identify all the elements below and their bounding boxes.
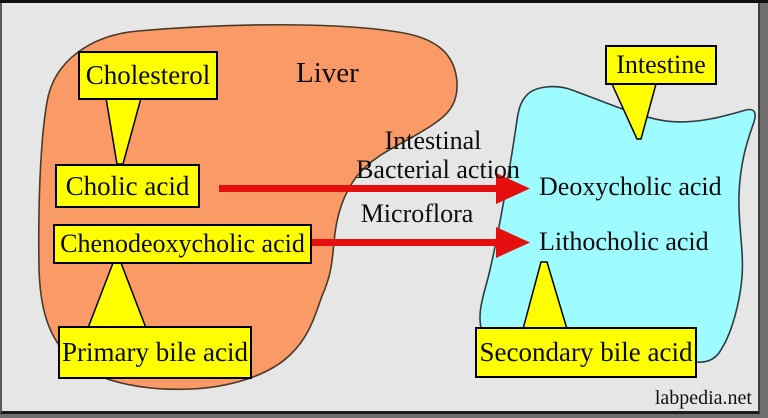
chenodeoxycholic-acid-label: Chenodeoxycholic acid xyxy=(60,229,305,258)
bacterial-action-text-line2: Bacterial action xyxy=(356,155,520,184)
arrow-cholic-to-deoxycholic xyxy=(219,173,530,204)
arrow-chenodeoxycholic-to-lithocholic xyxy=(310,227,530,258)
lithocholic-acid-text: Lithocholic acid xyxy=(539,227,709,256)
watermark: labpedia.net xyxy=(654,387,752,409)
intestinal-text-line1: Intestinal xyxy=(384,126,482,155)
secondary-bile-acid-box: Secondary bile acid xyxy=(475,327,697,378)
cholesterol-label: Cholesterol xyxy=(85,60,211,90)
deoxycholic-acid-text: Deoxycholic acid xyxy=(539,172,722,201)
primary-bile-acid-label: Primary bile acid xyxy=(62,337,248,367)
microflora-text: Microflora xyxy=(360,199,474,228)
cholic-acid-box: Cholic acid xyxy=(55,164,200,208)
intestine-label: Intestine xyxy=(616,50,706,79)
cholic-acid-label: Cholic acid xyxy=(65,170,190,201)
secondary-bile-acid-label: Secondary bile acid xyxy=(479,337,693,367)
liver-shape xyxy=(37,23,458,391)
intestine-box: Intestine xyxy=(605,45,717,85)
cholesterol-box: Cholesterol xyxy=(78,51,218,100)
liver-label: Liver xyxy=(296,57,359,89)
primary-bile-acid-box: Primary bile acid xyxy=(58,326,252,379)
chenodeoxycholic-acid-box: Chenodeoxycholic acid xyxy=(53,224,312,264)
frame-top-border xyxy=(0,0,768,3)
